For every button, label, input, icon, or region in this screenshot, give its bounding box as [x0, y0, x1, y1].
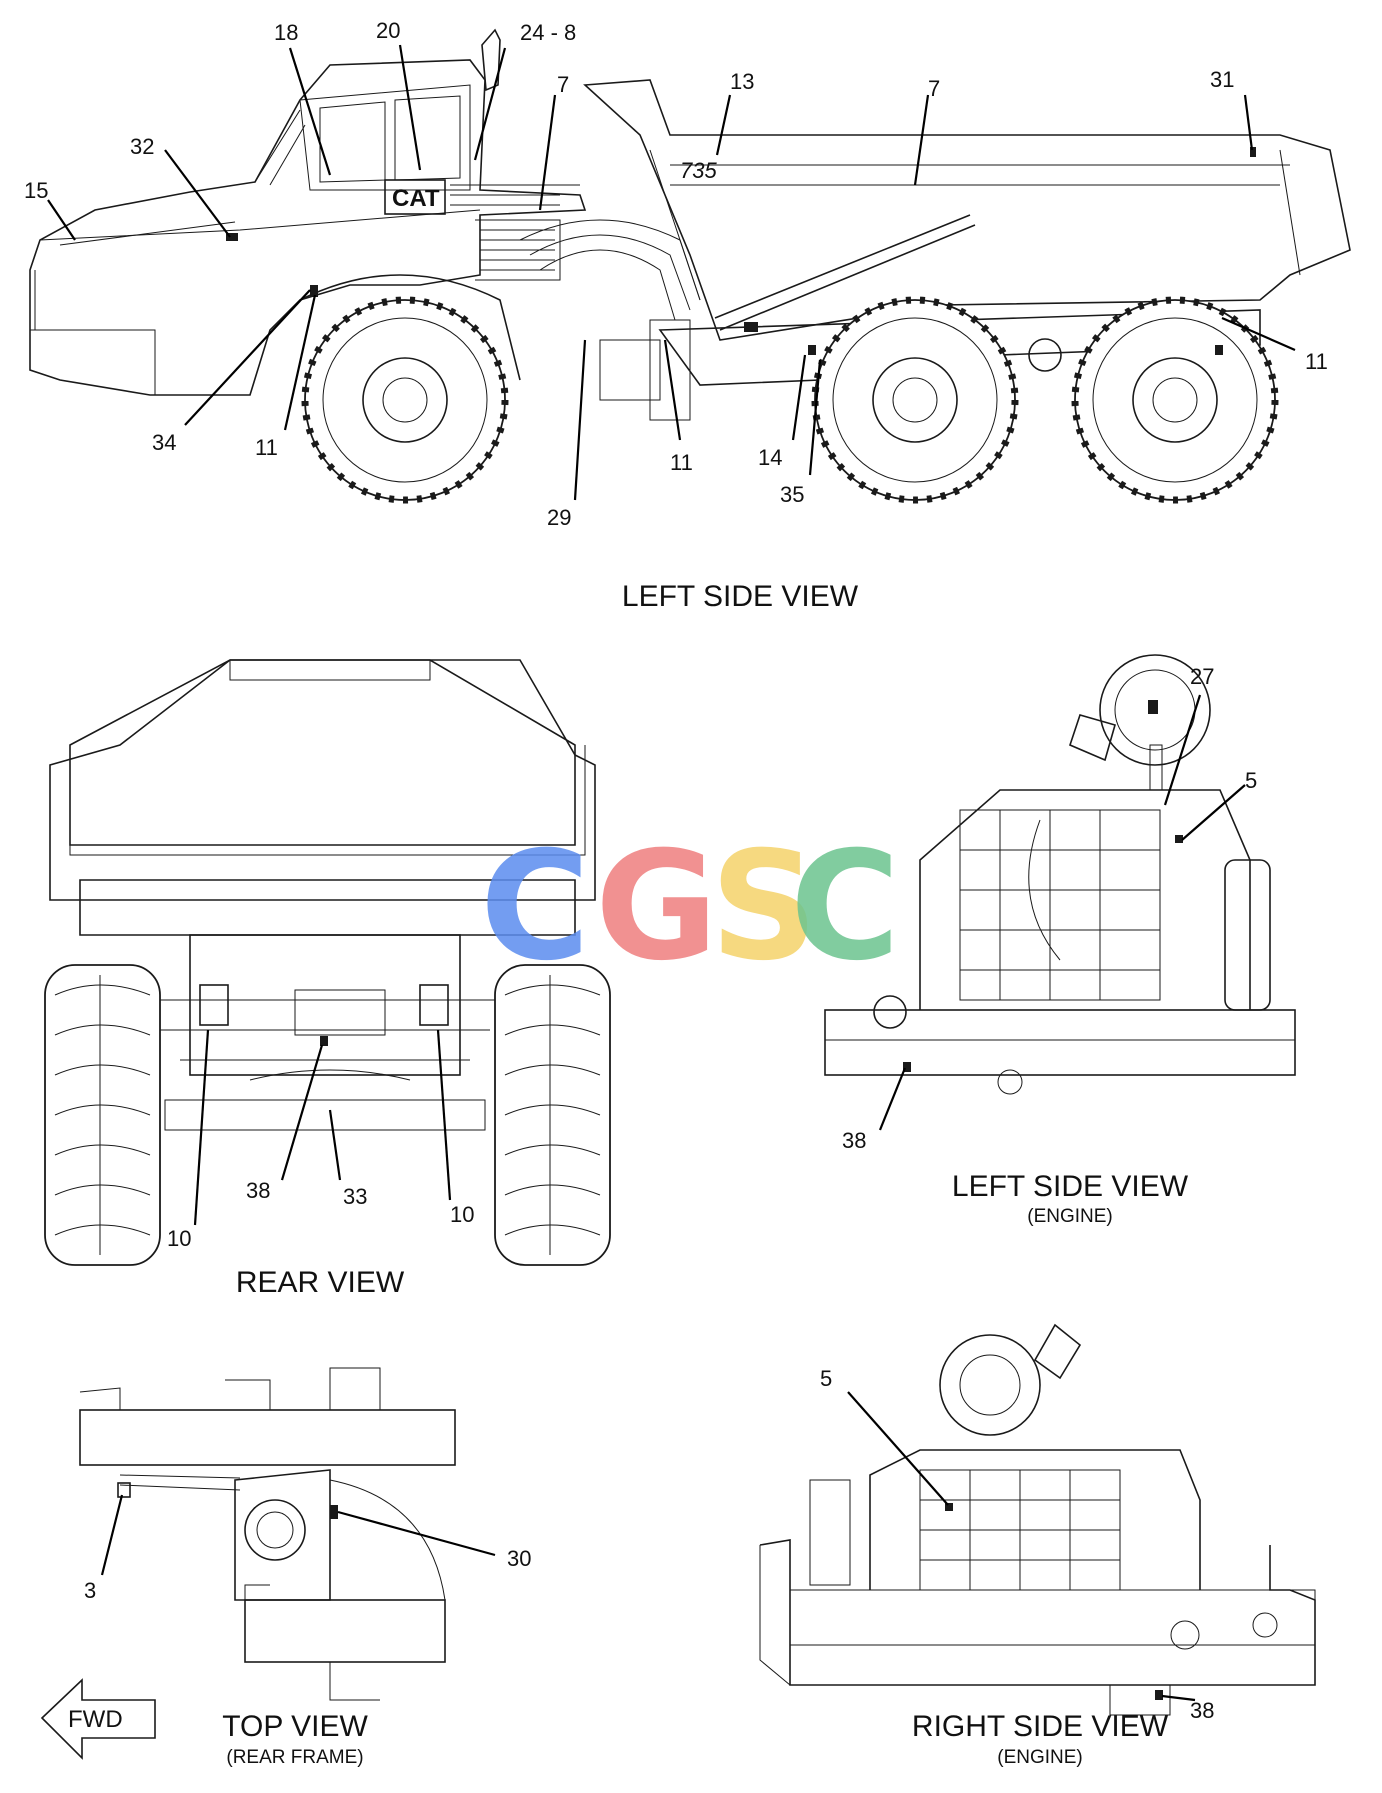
truck-side-illustration: CAT 735: [29, 28, 1351, 504]
watermark-letter-c2: C: [790, 820, 901, 994]
engine-right-view-title: RIGHT SIDE VIEW: [911, 1710, 1169, 1743]
callout-10-right: 10: [450, 1202, 475, 1227]
rear-right-tire: [494, 964, 611, 1266]
engine-left-view-subtitle: (ENGINE): [1027, 1206, 1113, 1227]
callout-5-right: 5: [820, 1366, 833, 1391]
callout-7-body: 7: [928, 76, 941, 101]
engine-left-illustration: [824, 654, 1296, 1095]
callout-29: 29: [547, 505, 572, 530]
callout-35: 35: [780, 482, 805, 507]
callout-27: 27: [1190, 664, 1215, 689]
callout-38-engine-left: 38: [842, 1128, 867, 1153]
top-view-leaders: [100, 1494, 496, 1576]
top-view-illustration: [79, 1367, 456, 1701]
rear-view-illustration: [44, 659, 611, 1266]
engine-right-leaders: [847, 1391, 1196, 1702]
model-badge: 735: [680, 158, 717, 183]
callout-24-8: 24 - 8: [520, 20, 577, 45]
rear-view-leaders: [193, 1029, 452, 1226]
watermark-letter-c1: C: [480, 820, 591, 994]
callout-7-cab: 7: [557, 72, 570, 97]
callout-38-rear: 38: [246, 1178, 271, 1203]
rear-view-title: REAR VIEW: [235, 1266, 405, 1299]
engine-left-leaders: [878, 694, 1246, 1131]
callout-20: 20: [376, 18, 401, 43]
watermark-letter-g: G: [595, 820, 719, 994]
callout-3: 3: [84, 1578, 97, 1603]
callout-5-left: 5: [1245, 768, 1258, 793]
top-view-subtitle: (REAR FRAME): [226, 1747, 364, 1768]
front-wheel: [301, 296, 509, 504]
fwd-arrow-icon: [40, 1678, 156, 1760]
callout-13: 13: [730, 69, 755, 94]
top-view-title: TOP VIEW: [222, 1710, 368, 1743]
middle-wheel: [811, 296, 1019, 504]
callout-38-engine-right: 38: [1190, 1698, 1215, 1723]
callout-31: 31: [1210, 67, 1235, 92]
engine-right-view-subtitle: (ENGINE): [997, 1747, 1083, 1768]
callout-10-left: 10: [167, 1226, 192, 1251]
callout-32: 32: [130, 134, 155, 159]
engine-right-illustration: [759, 1323, 1316, 1716]
left-side-view-title: LEFT SIDE VIEW: [621, 580, 859, 613]
callout-34: 34: [152, 430, 177, 455]
callout-30: 30: [507, 1546, 532, 1571]
rear-left-tire: [44, 964, 161, 1266]
callout-11-front: 11: [255, 435, 278, 460]
cat-badge: CAT: [392, 185, 440, 212]
callout-33: 33: [343, 1184, 368, 1209]
rear-wheel: [1071, 296, 1279, 504]
callout-11-hitch: 11: [670, 450, 693, 475]
engine-left-view-title: LEFT SIDE VIEW: [951, 1170, 1189, 1203]
callout-14: 14: [758, 445, 783, 470]
callout-11-rear: 11: [1305, 349, 1328, 374]
callout-18: 18: [274, 20, 299, 45]
left-view-leaders: [47, 44, 1296, 501]
fwd-label: FWD: [68, 1706, 123, 1733]
watermark-letter-s: S: [710, 820, 819, 994]
callout-15: 15: [24, 178, 49, 203]
